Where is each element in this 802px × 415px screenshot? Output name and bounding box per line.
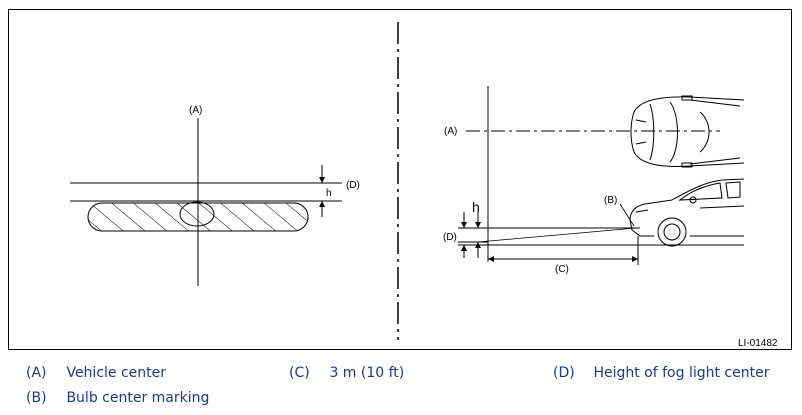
- beam-line: [477, 227, 637, 243]
- figure-id: LI-01482: [738, 338, 778, 349]
- label-h-left: h: [326, 188, 332, 199]
- diagram-frame: [8, 9, 792, 350]
- h-arrow-up: [319, 201, 325, 207]
- label-h-right: h: [472, 199, 480, 215]
- vehicle-setup: (A) (B): [443, 86, 745, 275]
- label-c: (C): [555, 264, 569, 275]
- car-side-view: [629, 178, 745, 247]
- fog-light-aiming-diagram: (A) h (D) (A): [70, 22, 778, 349]
- legend-key: (C): [289, 365, 310, 381]
- legend-item-c: (C) 3 m (10 ft): [289, 365, 404, 381]
- d-arrow-up: [461, 245, 467, 251]
- h-arrow-down: [319, 177, 325, 183]
- legend-key: (A): [26, 365, 47, 381]
- label-a-right: (A): [444, 126, 457, 137]
- label-b: (B): [604, 195, 617, 206]
- label-d-right: (D): [443, 232, 457, 243]
- b-leader-line: [619, 203, 635, 227]
- legend-text: 3 m (10 ft): [329, 365, 405, 381]
- car-top-view: [630, 95, 745, 168]
- d-arrow-down: [461, 222, 467, 228]
- legend-item-a: (A) Vehicle center: [26, 365, 166, 381]
- label-a-left: (A): [189, 105, 202, 116]
- legend-text: Vehicle center: [66, 365, 167, 381]
- h-arrow-right-down: [475, 222, 481, 228]
- c-arrow-right: [632, 256, 638, 262]
- legend-key: (D): [553, 365, 575, 381]
- bulb-center-ellipse: [179, 201, 215, 227]
- c-arrow-left: [488, 256, 494, 262]
- legend-key: (B): [26, 390, 47, 406]
- legend-text: Bulb center marking: [66, 390, 210, 406]
- legend-item-d: (D) Height of fog light center: [553, 365, 769, 381]
- label-d-left: (D): [346, 180, 360, 191]
- legend-text: Height of fog light center: [593, 365, 770, 381]
- screen-pattern: (A) h (D): [70, 105, 360, 286]
- legend: (A) Vehicle center (B) Bulb center marki…: [0, 360, 802, 415]
- legend-item-b: (B) Bulb center marking: [26, 390, 209, 406]
